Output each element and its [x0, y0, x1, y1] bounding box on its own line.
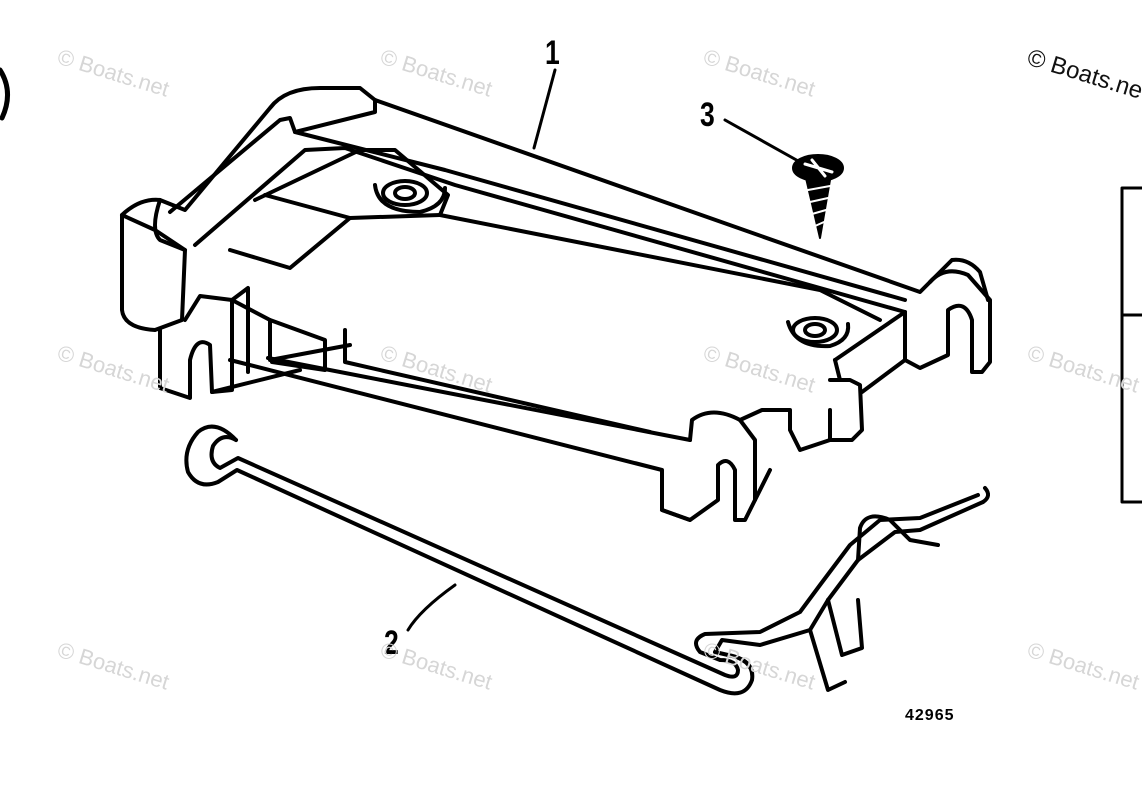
screw-hole-left	[381, 179, 429, 207]
leader-line-2	[406, 583, 457, 632]
bracket-tray	[120, 86, 992, 522]
callout-1: 1	[545, 34, 560, 72]
callout-3: 3	[700, 96, 715, 134]
leader-line-1	[532, 68, 557, 150]
screw	[792, 154, 844, 239]
retaining-wire	[184, 424, 990, 696]
figure-number: 42965	[905, 707, 955, 724]
leader-line-3	[723, 118, 802, 164]
callout-2: 2	[384, 624, 399, 662]
cropped-part-bracket	[1120, 186, 1142, 504]
cropped-part-arc	[0, 67, 10, 121]
